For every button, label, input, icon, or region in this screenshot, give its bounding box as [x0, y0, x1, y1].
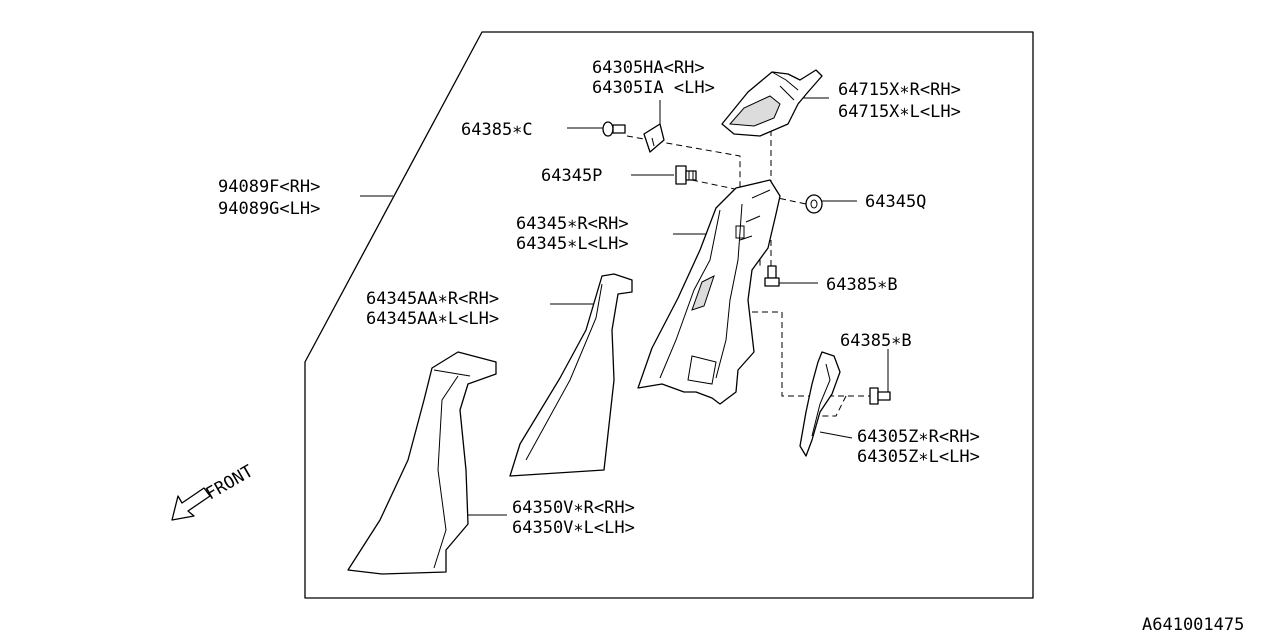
label-64305ZL: 64305Z∗L<LH>: [857, 447, 980, 467]
label-94089F: 94089F<RH>: [218, 177, 320, 197]
diagram-id: A641001475: [1142, 615, 1244, 635]
label-64345Q: 64345Q: [865, 192, 926, 212]
part-64345P-bolt: [675, 165, 697, 185]
assembly-frame: [304, 31, 1034, 599]
label-64305IA: 64305IA <LH>: [592, 78, 715, 98]
part-64345Q-nut: [805, 194, 823, 214]
label-64345P: 64345P: [541, 166, 602, 186]
label-64305HA: 64305HA<RH>: [592, 58, 705, 78]
label-64385C: 64385∗C: [461, 120, 533, 140]
part-64345AA-panel: [509, 273, 633, 477]
part-64385C-screw: [602, 121, 626, 137]
front-arrow-icon: [171, 487, 211, 521]
label-64350VL: 64350V∗L<LH>: [512, 518, 635, 538]
part-64715X-cap: [721, 69, 823, 137]
label-64350VR: 64350V∗R<RH>: [512, 498, 635, 518]
label-64345R: 64345∗R<RH>: [516, 214, 629, 234]
label-94089G: 94089G<LH>: [218, 199, 320, 219]
label-64385B-upper: 64385∗B: [826, 275, 898, 295]
label-64345AAR: 64345AA∗R<RH>: [366, 289, 499, 309]
label-64385B-lower: 64385∗B: [840, 331, 912, 351]
part-64305Z-bracket: [799, 351, 841, 457]
part-64385B-bolt-lower: [869, 387, 891, 405]
front-indicator: FRONT: [171, 461, 257, 521]
part-64350V-lower-trim: [347, 351, 497, 575]
leader-lines: [360, 97, 889, 516]
label-64345AAL: 64345AA∗L<LH>: [366, 309, 499, 329]
part-labels: 64305HA<RH> 64305IA <LH> 64385∗C 64715X∗…: [218, 58, 980, 538]
front-label: FRONT: [203, 461, 257, 504]
label-64305ZR: 64305Z∗R<RH>: [857, 427, 980, 447]
label-64715XL: 64715X∗L<LH>: [838, 102, 961, 122]
part-64345-pillar-trim: [637, 179, 781, 405]
label-64715XR: 64715X∗R<RH>: [838, 80, 961, 100]
label-64345L: 64345∗L<LH>: [516, 234, 629, 254]
part-64305HA-clip: [643, 123, 665, 153]
part-64385B-screw-upper: [764, 265, 780, 287]
